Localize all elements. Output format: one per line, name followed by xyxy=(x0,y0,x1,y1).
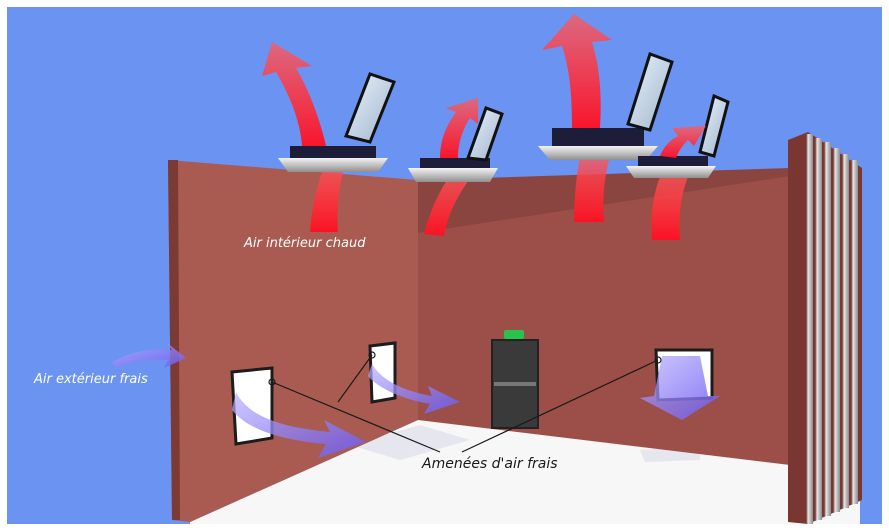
exit-sign xyxy=(504,330,524,339)
fresh-air-inlets-label: Amenées d'air frais xyxy=(422,457,558,471)
door-handle-bar xyxy=(494,382,536,386)
warm-indoor-air-label: Air intérieur chaud xyxy=(244,237,365,250)
fresh-outdoor-air-label: Air extérieur frais xyxy=(34,373,148,386)
